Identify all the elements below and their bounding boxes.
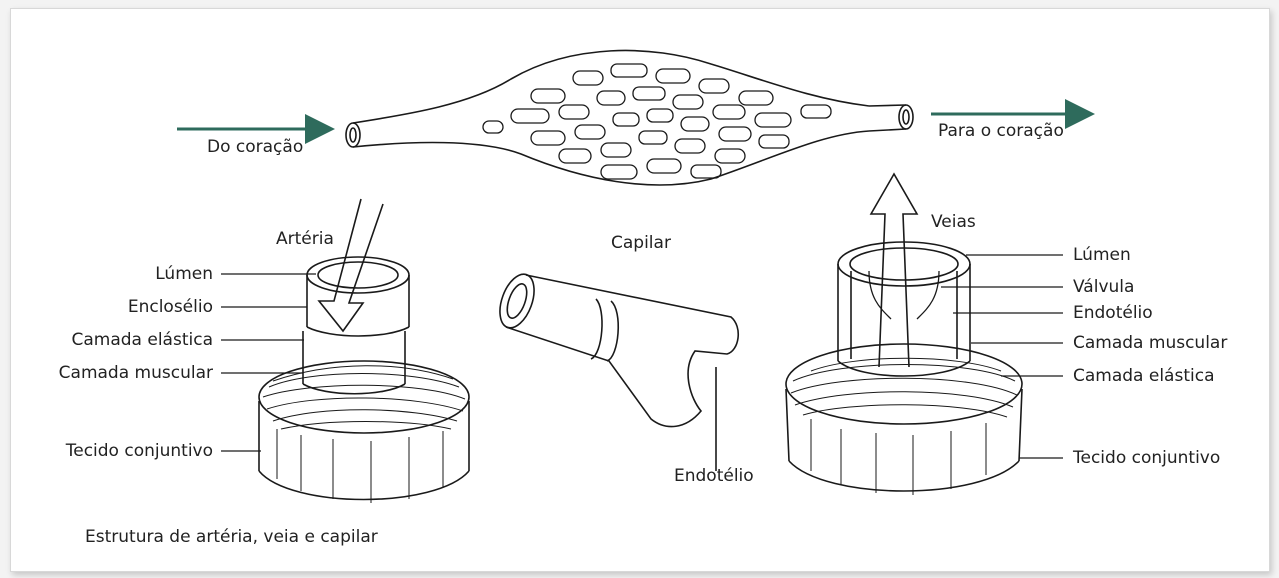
artery-layer-connective: Tecido conjuntivo — [31, 443, 213, 460]
vein-layer-endothelium: Endotélio — [1073, 305, 1153, 322]
vein-leader-lines — [941, 255, 1063, 458]
figure-page: Do coração Para o coração Artéria Capila… — [10, 8, 1270, 572]
capillary-detail — [493, 270, 738, 471]
artery-layer-elastic: Camada elástica — [31, 332, 213, 349]
capillary-endothelium-label: Endotélio — [674, 468, 754, 485]
artery-layer-endothelium: Enclosélio — [51, 299, 213, 316]
capillary-bed — [346, 50, 913, 184]
artery-leader-lines — [221, 274, 316, 451]
vein-layer-lumen: Lúmen — [1073, 247, 1131, 264]
vein-layer-connective: Tecido conjuntivo — [1073, 450, 1220, 467]
to-heart-label: Para o coração — [938, 123, 1064, 140]
from-heart-label: Do coração — [207, 139, 303, 156]
capillary-label: Capilar — [611, 235, 671, 252]
vein-drawing — [786, 174, 1022, 495]
veins-label: Veias — [931, 214, 976, 231]
vein-layer-elastic: Camada elástica — [1073, 368, 1215, 385]
vein-layer-valve: Válvula — [1073, 279, 1134, 296]
vein-layer-muscular: Camada muscular — [1073, 335, 1227, 352]
artery-layer-muscular: Camada muscular — [31, 365, 213, 382]
artery-label: Artéria — [276, 231, 334, 248]
figure-caption: Estrutura de artéria, veia e capilar — [85, 529, 378, 546]
artery-layer-lumen: Lúmen — [51, 266, 213, 283]
